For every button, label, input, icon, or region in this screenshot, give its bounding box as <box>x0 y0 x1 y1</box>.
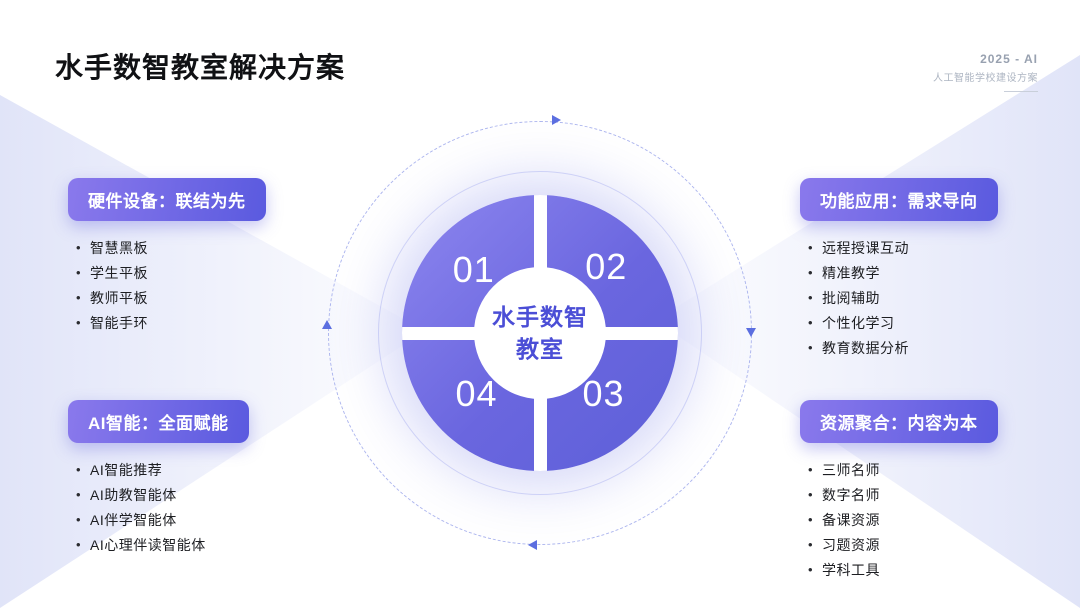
section-resources: 资源聚合：内容为本 三师名师数字名师备课资源习题资源学科工具 <box>800 400 1075 583</box>
list-item: AI助教智能体 <box>76 483 343 508</box>
quadrant-donut: 01 02 03 04 水手数智 教室 <box>402 195 678 471</box>
section-functions: 功能应用：需求导向 远程授课互动精准教学批阅辅助个性化学习教育数据分析 <box>800 178 1075 361</box>
section-functions-title-pill: 功能应用：需求导向 <box>800 178 998 221</box>
list-item: 教育数据分析 <box>808 336 1075 361</box>
list-item: 学生平板 <box>76 261 343 286</box>
section-ai-list: AI智能推荐AI助教智能体AI伴学智能体AI心理伴读智能体 <box>76 458 343 558</box>
list-item: 远程授课互动 <box>808 236 1075 261</box>
section-ai-title-pill: AI智能：全面赋能 <box>68 400 249 443</box>
orbit-arrow-right-icon <box>746 328 756 337</box>
section-resources-list: 三师名师数字名师备课资源习题资源学科工具 <box>808 458 1075 583</box>
quadrant-number-02: 02 <box>585 245 628 287</box>
list-item: 三师名师 <box>808 458 1075 483</box>
list-item: 智能手环 <box>76 311 343 336</box>
center-label-line2: 教室 <box>516 336 564 362</box>
list-item: 批阅辅助 <box>808 286 1075 311</box>
list-item: AI心理伴读智能体 <box>76 533 343 558</box>
corner-year-label: 2025 - AI <box>980 52 1038 66</box>
list-item: 学科工具 <box>808 558 1075 583</box>
corner-meta: 2025 - AI 人工智能学校建设方案 <box>933 52 1038 92</box>
page-title: 水手数智教室解决方案 <box>55 52 346 83</box>
section-ai: AI智能：全面赋能 AI智能推荐AI助教智能体AI伴学智能体AI心理伴读智能体 <box>68 400 343 558</box>
section-hardware-title-pill: 硬件设备：联结为先 <box>68 178 266 221</box>
center-label: 水手数智 教室 <box>474 267 606 399</box>
list-item: 数字名师 <box>808 483 1075 508</box>
orbit-arrow-top-icon <box>552 115 561 125</box>
list-item: 智慧黑板 <box>76 236 343 261</box>
section-functions-list: 远程授课互动精准教学批阅辅助个性化学习教育数据分析 <box>808 236 1075 361</box>
corner-divider <box>1004 91 1038 92</box>
orbit-arrow-bottom-icon <box>528 540 537 550</box>
section-resources-title-pill: 资源聚合：内容为本 <box>800 400 998 443</box>
list-item: 精准教学 <box>808 261 1075 286</box>
list-item: AI智能推荐 <box>76 458 343 483</box>
quadrant-number-03: 03 <box>582 372 625 414</box>
inner-orbit-ring <box>378 171 702 495</box>
section-hardware-list: 智慧黑板学生平板教师平板智能手环 <box>76 236 343 336</box>
list-item: 习题资源 <box>808 533 1075 558</box>
list-item: 备课资源 <box>808 508 1075 533</box>
list-item: AI伴学智能体 <box>76 508 343 533</box>
quadrant-number-01: 01 <box>452 248 495 290</box>
corner-subtitle: 人工智能学校建设方案 <box>933 73 1038 84</box>
list-item: 个性化学习 <box>808 311 1075 336</box>
center-label-line1: 水手数智 <box>492 303 588 330</box>
list-item: 教师平板 <box>76 286 343 311</box>
section-hardware: 硬件设备：联结为先 智慧黑板学生平板教师平板智能手环 <box>68 178 343 336</box>
quadrant-number-04: 04 <box>455 372 498 414</box>
